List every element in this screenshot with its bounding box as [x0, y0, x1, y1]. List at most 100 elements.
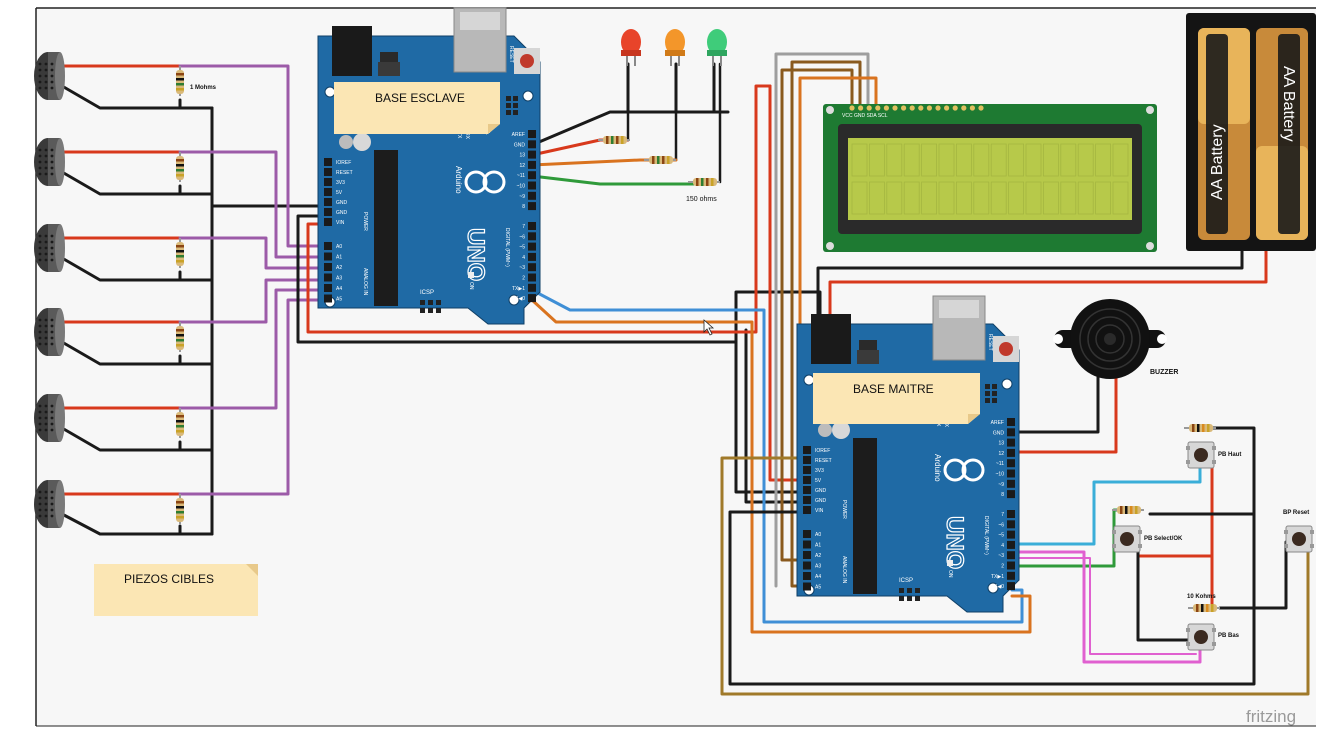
- power-pin-label: RESET: [815, 458, 832, 464]
- digital-pin-label: ~11: [517, 173, 525, 179]
- on-label: ON: [947, 570, 953, 578]
- analog-pin-label: A5: [815, 585, 821, 591]
- analog-pin-label: A2: [336, 265, 342, 271]
- piezo-sensor[interactable]: [34, 394, 65, 442]
- resistor[interactable]: [176, 494, 184, 524]
- power-pin-label: GND: [336, 200, 348, 206]
- note-base-esclave[interactable]: BASE ESCLAVE: [334, 82, 500, 134]
- power-pin-label: VIN: [815, 508, 824, 514]
- arduino-master-board[interactable]: RESETArduinoUNOTXRXLICSPONIOREFRESET3V35…: [796, 295, 1020, 613]
- battery-label-1: AA Battery: [1209, 124, 1226, 200]
- piezo-sensor[interactable]: [34, 480, 65, 528]
- digital-pin-label: GND: [514, 142, 526, 148]
- resistor[interactable]: [176, 152, 184, 182]
- wire-layer: [60, 52, 1310, 696]
- arduino-logo: [464, 170, 506, 194]
- digital-pin-label: RX◀0: [990, 584, 1004, 590]
- piezo-sensor[interactable]: [34, 138, 65, 186]
- analog-pin-label: A0: [815, 532, 821, 538]
- buzzer[interactable]: BUZZER: [1053, 299, 1178, 379]
- digital-pin-label: ~5: [519, 245, 525, 251]
- analog-pin-label: A4: [336, 286, 342, 292]
- note-piezos-text: PIEZOS CIBLES: [124, 572, 214, 586]
- digital-pin-label: 4: [1001, 543, 1004, 549]
- resistor[interactable]: [1188, 604, 1220, 612]
- mouse-cursor-icon: [703, 319, 715, 336]
- digital-pin-label: 8: [1001, 492, 1004, 498]
- icsp-label: ICSP: [420, 290, 434, 296]
- note-piezos-cibles[interactable]: PIEZOS CIBLES: [94, 564, 258, 616]
- led-green[interactable]: [707, 29, 727, 66]
- arduino-slave-board[interactable]: RESETArduinoUNOTXRXLICSPONIOREFRESET3V35…: [317, 7, 541, 325]
- lcd-character-grid: [851, 143, 1129, 215]
- digital-pin-label: GND: [993, 430, 1005, 436]
- bp-reset-button[interactable]: [1284, 525, 1314, 553]
- uno-label: UNO: [941, 516, 968, 569]
- pb-select-button[interactable]: [1112, 525, 1142, 553]
- resistor[interactable]: [1184, 424, 1216, 432]
- piezo-sensors: [34, 52, 65, 528]
- fritzing-watermark: fritzing: [1246, 707, 1296, 726]
- arduino-logo: [943, 458, 985, 482]
- power-pin-label: RESET: [336, 170, 353, 176]
- resistors: [176, 66, 1220, 612]
- power-pin-label: GND: [815, 498, 827, 504]
- digital-pin-label: ~11: [996, 461, 1004, 467]
- pb-bas-button[interactable]: [1186, 623, 1216, 651]
- piezo-sensor[interactable]: [34, 224, 65, 272]
- power-pin-label: 3V3: [336, 180, 345, 186]
- resistor[interactable]: [1112, 506, 1144, 514]
- resistor[interactable]: [644, 156, 676, 164]
- analog-pin-label: A1: [815, 543, 821, 549]
- analog-pin-label: A1: [336, 255, 342, 261]
- label-bp-reset: BP Reset: [1283, 510, 1309, 516]
- power-pin-label: IOREF: [815, 448, 830, 454]
- resistor[interactable]: [176, 66, 184, 96]
- analog-pin-label: A3: [336, 276, 342, 282]
- digital-pin-label: 13: [519, 153, 525, 159]
- digital-pin-label: 7: [1001, 512, 1004, 518]
- resistor[interactable]: [176, 238, 184, 268]
- battery-holder[interactable]: AA Battery AA Battery: [1186, 13, 1316, 251]
- resistor[interactable]: [688, 178, 720, 186]
- analog-pin-label: A2: [815, 553, 821, 559]
- piezo-sensor[interactable]: [34, 308, 65, 356]
- power-pin-label: 5V: [815, 478, 822, 484]
- note-base-maitre[interactable]: BASE MAITRE: [813, 373, 980, 424]
- reset-label: RESET: [987, 334, 993, 351]
- digital-pin-label: 13: [998, 441, 1004, 447]
- digital-pin-label: 8: [522, 204, 525, 210]
- digital-pin-label: 4: [522, 255, 525, 261]
- lcd-pin-header: [849, 105, 984, 111]
- led-orange[interactable]: [665, 29, 685, 66]
- lcd-pin-labels: VCC GND SDA SCL: [842, 113, 888, 119]
- reset-label: RESET: [508, 46, 514, 63]
- resistor[interactable]: [176, 408, 184, 438]
- digital-pin-label: ~10: [517, 184, 526, 190]
- label-10-kohms: 10 Kohms: [1187, 594, 1216, 600]
- piezo-sensor[interactable]: [34, 52, 65, 100]
- resistor[interactable]: [176, 322, 184, 352]
- label-pb-haut: PB Haut: [1218, 452, 1241, 458]
- resistor[interactable]: [598, 136, 630, 144]
- note-esclave-text: BASE ESCLAVE: [375, 91, 465, 105]
- analog-header-label: ANALOG IN: [362, 268, 368, 296]
- digital-pin-label: 12: [998, 451, 1004, 457]
- digital-pin-label: 2: [522, 276, 525, 282]
- arduino-brand: Arduino: [933, 454, 942, 482]
- analog-header-label: ANALOG IN: [841, 556, 847, 584]
- analog-pin-label: A5: [336, 297, 342, 303]
- analog-pin-label: A4: [815, 574, 821, 580]
- icsp-label: ICSP: [899, 578, 913, 584]
- led-red[interactable]: [621, 29, 641, 66]
- pb-haut-button[interactable]: [1186, 441, 1216, 469]
- power-pin-label: 3V3: [815, 468, 824, 474]
- lcd-display[interactable]: VCC GND SDA SCL: [823, 104, 1157, 252]
- digital-pin-label: 2: [1001, 564, 1004, 570]
- label-pb-select: PB Select/OK: [1144, 536, 1183, 542]
- digital-pin-label: RX◀0: [511, 296, 525, 302]
- digital-header-label: DIGITAL (PWM~): [504, 228, 510, 267]
- power-pin-label: IOREF: [336, 160, 351, 166]
